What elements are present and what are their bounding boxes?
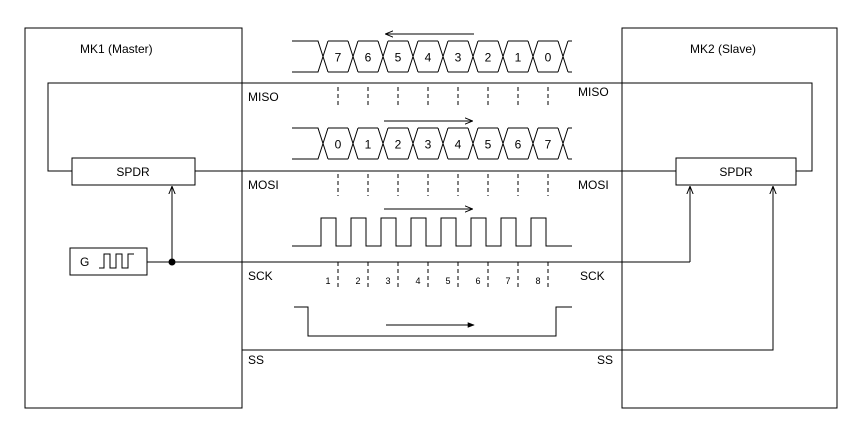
slave-block [621, 27, 838, 409]
slave-spdr-label: SPDR [719, 165, 753, 179]
miso-bit-label: 3 [455, 51, 462, 65]
mosi-bit-label: 1 [365, 138, 372, 152]
sck-label-master: SCK [248, 269, 273, 283]
mosi-bit-label: 5 [485, 138, 492, 152]
ss-line [242, 187, 773, 351]
sck-clock-waveform [292, 217, 572, 247]
miso-bit-label: 6 [365, 51, 372, 65]
generator-waveform-icon [99, 253, 134, 269]
miso-bit-label: 0 [545, 51, 552, 65]
sampling-guides [337, 87, 549, 287]
mosi-label-slave: MOSI [578, 178, 609, 192]
master-title: MK1 (Master) [80, 42, 153, 56]
clock-tick-label: 1 [325, 276, 330, 286]
clock-tick-label: 6 [475, 276, 480, 286]
mosi-bit-label: 7 [545, 138, 552, 152]
miso-label-slave: MISO [578, 85, 609, 99]
miso-bit-label: 1 [515, 51, 522, 65]
clock-tick-label: 5 [445, 276, 450, 286]
miso-bit-waveform: 7 6 5 4 3 2 1 0 [292, 40, 572, 73]
mosi-bit-label: 0 [335, 138, 342, 152]
ss-label-slave: SS [597, 353, 613, 367]
miso-bus-outline [292, 40, 572, 73]
miso-bit-label: 5 [395, 51, 402, 65]
master-spdr-label: SPDR [116, 165, 150, 179]
mosi-bit-label: 4 [455, 138, 462, 152]
clock-tick-label: 2 [355, 276, 360, 286]
miso-bit-label: 4 [425, 51, 432, 65]
clock-tick-label: 3 [385, 276, 390, 286]
generator-label: G [80, 255, 89, 269]
slave-title: MK2 (Slave) [690, 42, 756, 56]
mosi-bit-label: 3 [425, 138, 432, 152]
ss-label-master: SS [248, 353, 264, 367]
clock-tick-label: 4 [415, 276, 420, 286]
miso-bit-label: 7 [335, 51, 342, 65]
mosi-bit-waveform: 0 1 2 3 4 5 6 7 [292, 127, 572, 160]
master-block [24, 27, 243, 409]
clock-tick-numbers: 1 2 3 4 5 6 7 8 [325, 276, 540, 286]
mosi-label-master: MOSI [248, 178, 279, 192]
mosi-bit-label: 2 [395, 138, 402, 152]
ss-waveform [294, 306, 572, 337]
sck-label-slave: SCK [580, 269, 605, 283]
clock-tick-label: 8 [535, 276, 540, 286]
mosi-bit-label: 6 [515, 138, 522, 152]
miso-line [47, 82, 813, 172]
miso-bit-label: 2 [485, 51, 492, 65]
miso-label-master: MISO [248, 90, 279, 104]
mosi-bus-outline [292, 127, 572, 160]
clock-tick-label: 7 [505, 276, 510, 286]
